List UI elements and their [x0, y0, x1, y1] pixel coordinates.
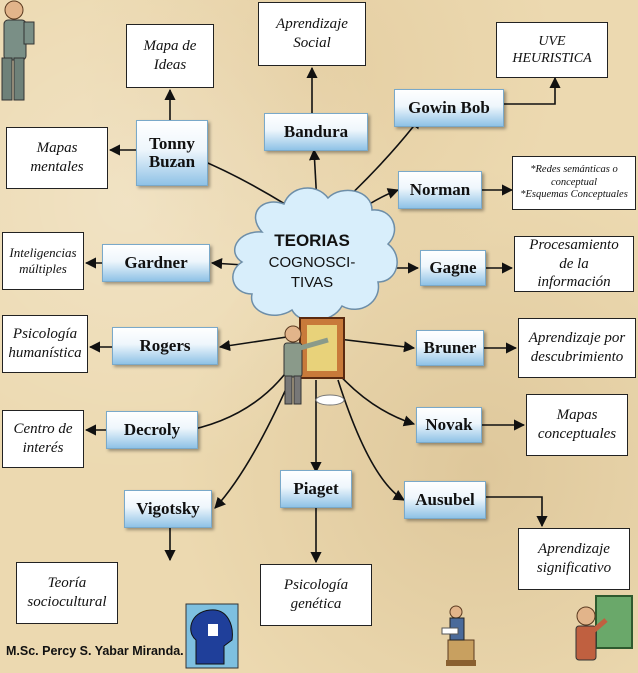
box-psicologia-genetica: Psicología genética — [260, 564, 372, 626]
node-gardner: Gardner — [102, 244, 210, 282]
node-gagne: Gagne — [420, 250, 486, 286]
redes-semanticas-text: *Redes semánticas o conceptual — [530, 164, 618, 188]
box-psicologia-humanistica: Psicología humanística — [2, 315, 88, 373]
box-aprendizaje-descubrimiento: Aprendizaje por descubrimiento — [518, 318, 636, 378]
node-vigotsky: Vigotsky — [124, 490, 212, 528]
esquemas-conceptuales-text: *Esquemas Conceptuales — [520, 189, 628, 201]
node-rogers: Rogers — [112, 327, 218, 365]
node-piaget: Piaget — [280, 470, 352, 508]
central-topic-line1: TEORIAS — [274, 231, 350, 250]
box-redes-esquemas: *Redes semánticas o conceptual *Esquemas… — [512, 156, 636, 210]
node-tonny-buzan: Tonny Buzan — [136, 120, 208, 186]
central-topic-line3: TIVAS — [290, 274, 334, 292]
box-mapas-mentales: Mapas mentales — [6, 127, 108, 189]
node-bandura: Bandura — [264, 113, 368, 151]
box-inteligencias-multiples: Inteligencias múltiples — [2, 232, 84, 290]
box-mapa-de-ideas: Mapa de Ideas — [126, 24, 214, 88]
cloud-shape — [232, 187, 398, 322]
box-aprendizaje-significativo: Aprendizaje significativo — [518, 528, 630, 590]
box-uve-heuristica: UVE HEURISTICA — [496, 22, 608, 78]
box-aprendizaje-social: Aprendizaje Social — [258, 2, 366, 66]
box-centro-de-interes: Centro de interés — [2, 410, 84, 468]
node-norman: Norman — [398, 171, 482, 209]
author-credit: M.Sc. Percy S. Yabar Miranda. — [6, 644, 184, 658]
central-topic: TEORIAS COGNOSCI- TIVAS — [248, 230, 376, 293]
central-topic-line2: COGNOSCI- — [268, 253, 356, 271]
node-ausubel: Ausubel — [404, 481, 486, 519]
node-decroly: Decroly — [106, 411, 198, 449]
box-mapas-conceptuales: Mapas conceptuales — [526, 394, 628, 456]
box-teoria-sociocultural: Teoría sociocultural — [16, 562, 118, 624]
node-gowin-bob: Gowin Bob — [394, 89, 504, 127]
node-bruner: Bruner — [416, 330, 484, 366]
box-procesamiento-informacion: Procesamiento de la información — [514, 236, 634, 292]
node-novak: Novak — [416, 407, 482, 443]
